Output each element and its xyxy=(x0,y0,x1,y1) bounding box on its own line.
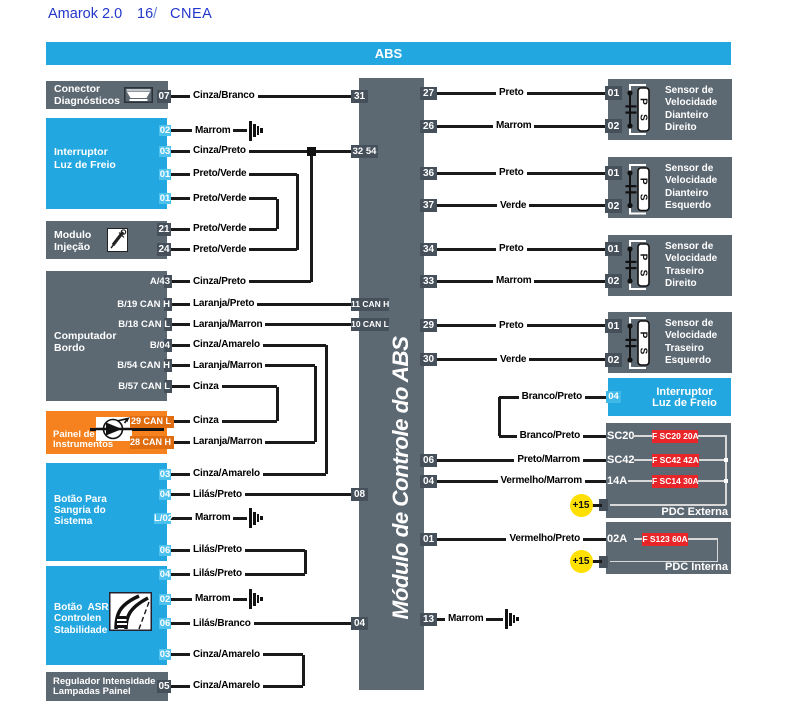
svg-text:S: S xyxy=(638,114,649,121)
svg-text:P: P xyxy=(638,178,649,185)
svg-text:P: P xyxy=(638,254,649,261)
svg-text:S: S xyxy=(638,270,649,277)
svg-text:P: P xyxy=(638,98,649,105)
svg-text:S: S xyxy=(638,194,649,201)
svg-text:P: P xyxy=(638,331,649,338)
svg-text:S: S xyxy=(638,347,649,354)
